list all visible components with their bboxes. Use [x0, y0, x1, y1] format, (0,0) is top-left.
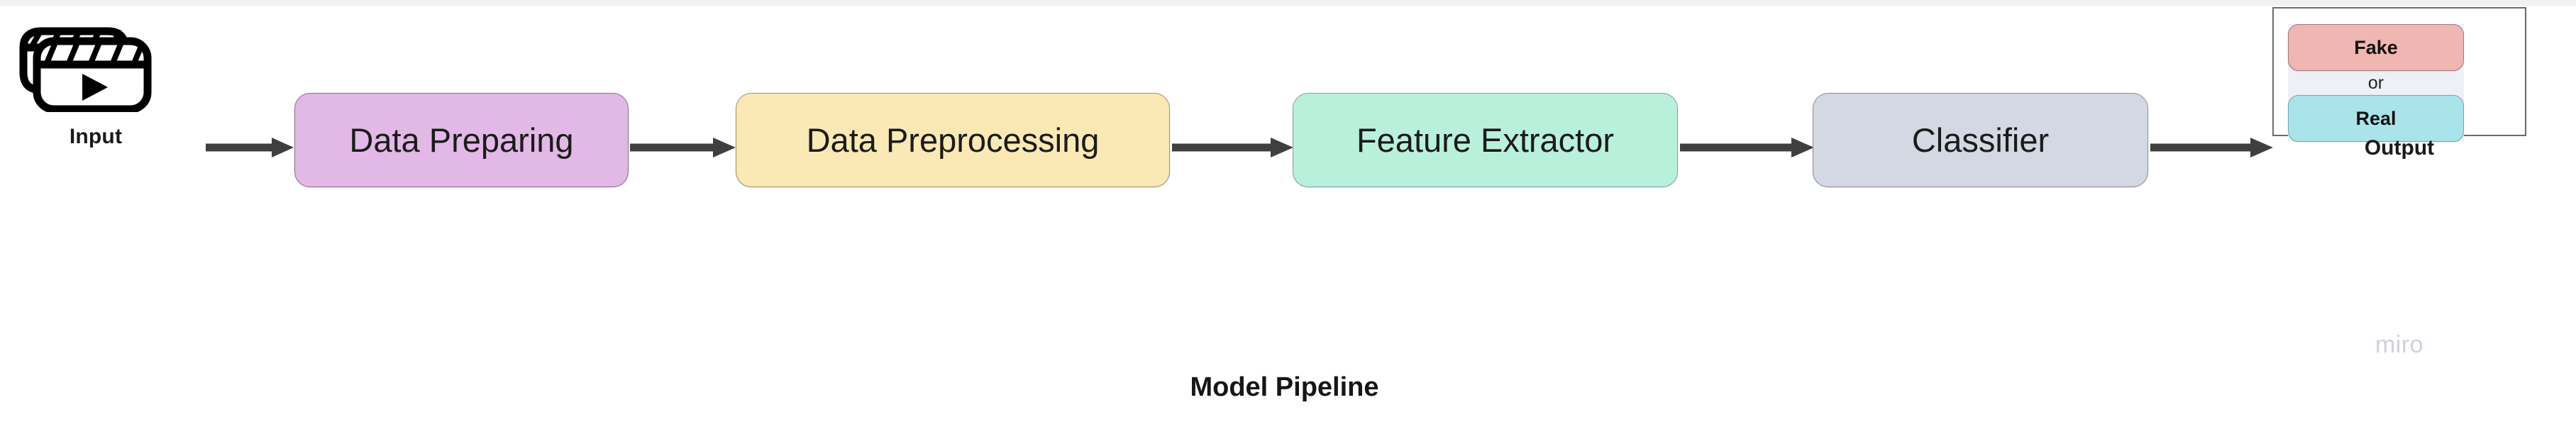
- output-node[interactable]: Fake or Real: [2272, 7, 2526, 142]
- result-label: Real: [2355, 107, 2397, 129]
- input-label: Input: [69, 125, 123, 148]
- page-title-text: Model Pipeline: [1190, 372, 1379, 402]
- output-result-fake[interactable]: Fake: [2288, 24, 2464, 71]
- stage-data-preparing[interactable]: Data Preparing: [294, 93, 629, 187]
- output-result-real[interactable]: Real: [2288, 95, 2464, 142]
- stage-data-preprocessing[interactable]: Data Preprocessing: [736, 93, 1170, 187]
- page-title: Model Pipeline: [0, 372, 2576, 403]
- arrow-data-preparing-to-data-preprocessing: [630, 133, 736, 162]
- result-label: Fake: [2354, 36, 2398, 58]
- stage-label: Feature Extractor: [1356, 121, 1615, 159]
- output-label: Output: [2364, 136, 2435, 160]
- arrow-classifier-to-output: [2150, 133, 2274, 162]
- stage-label: Data Preprocessing: [806, 121, 1100, 159]
- top-edge-band: [0, 0, 2576, 6]
- video-clapperboard-play-icon: [11, 21, 180, 113]
- stage-label: Classifier: [1911, 121, 2050, 159]
- arrow-input-to-data-preparing: [206, 133, 294, 162]
- arrow-data-preprocessing-to-feature-extractor: [1172, 133, 1294, 162]
- output-result-stack: Fake or Real: [2288, 24, 2464, 142]
- stage-label: Data Preparing: [349, 121, 574, 159]
- arrow-feature-extractor-to-classifier: [1680, 133, 1815, 162]
- stage-classifier[interactable]: Classifier: [1813, 93, 2148, 187]
- input-node[interactable]: Input: [7, 21, 184, 149]
- output-or-connector: or: [2367, 72, 2384, 93]
- stage-feature-extractor[interactable]: Feature Extractor: [1293, 93, 1678, 187]
- miro-watermark: miro: [2375, 331, 2424, 358]
